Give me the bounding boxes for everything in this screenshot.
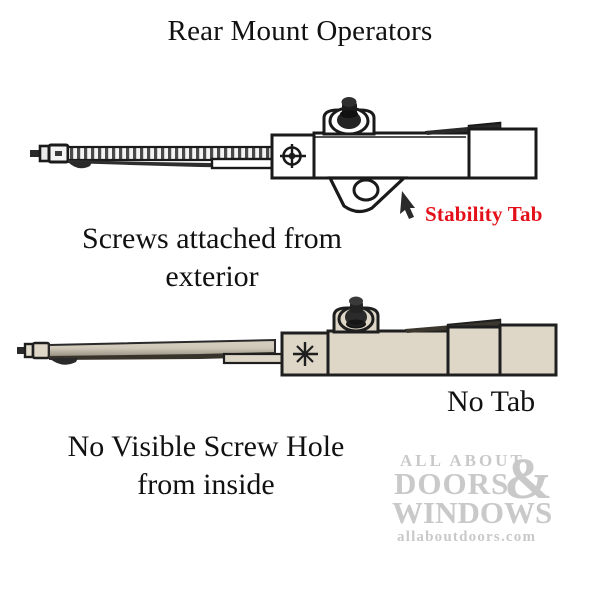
page-title: Rear Mount Operators <box>167 15 433 47</box>
screw-hole-symbol-bottom <box>293 342 318 366</box>
caption-line-1: No Visible Screw Hole <box>67 430 345 463</box>
arm-end-fitting-top <box>30 143 70 164</box>
operator-diagram-no-tab <box>0 296 600 404</box>
arm-end-fitting-bottom <box>17 341 51 360</box>
operator-arm-smooth-bottom <box>48 338 284 365</box>
operator-housing-top <box>270 121 538 180</box>
operator-housing-bottom <box>280 318 558 377</box>
watermark-line-windows: WINDOWS <box>392 495 553 530</box>
stability-tab-label: Stability Tab <box>425 202 543 226</box>
watermark-line-doors: DOORS <box>394 466 510 501</box>
caption-screws-attached-from-exterior: Screws attached from exterior <box>12 220 412 296</box>
watermark-logo: ALL ABOUT DOORS & WINDOWS allaboutdoors.… <box>392 446 588 554</box>
caption-no-visible-screw-hole: No Visible Screw Hole from inside <box>6 428 406 504</box>
screw-hole-symbol-top <box>280 144 306 168</box>
operator-knob-bottom <box>332 296 380 334</box>
caption-line-1: Screws attached from <box>82 222 342 255</box>
caption-line-2: from inside <box>137 468 275 501</box>
watermark-ampersand: & <box>504 446 553 511</box>
operator-diagram-with-stability-tab <box>0 96 600 219</box>
operator-arm-rack-top <box>66 145 286 170</box>
caption-line-2: exterior <box>165 260 259 293</box>
stability-tab-pointer-arrow <box>400 191 415 219</box>
watermark-line-all-about: ALL ABOUT <box>400 451 525 470</box>
watermark-url: allaboutdoors.com <box>397 529 537 545</box>
stability-tab-shape <box>327 176 409 214</box>
operator-knob-top <box>322 97 376 136</box>
no-tab-label: No Tab <box>447 385 536 418</box>
